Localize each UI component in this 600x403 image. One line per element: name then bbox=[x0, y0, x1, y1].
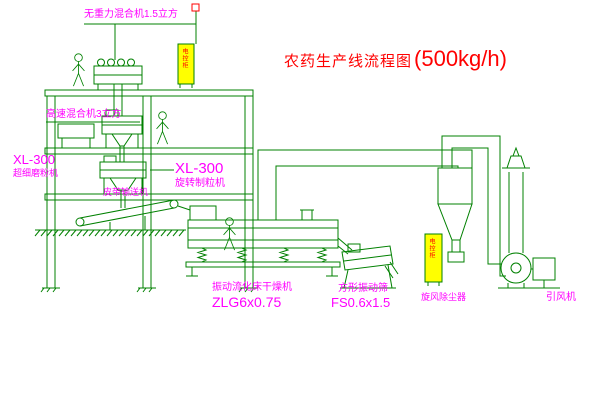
label-mill-model: XL-300 bbox=[13, 152, 55, 167]
control-cabinet-2 bbox=[424, 233, 443, 286]
duct-cyclone-to-fan bbox=[441, 135, 506, 277]
person-figure bbox=[72, 53, 85, 87]
building-structure bbox=[34, 89, 258, 293]
label-cyclone-name: 旋风除尘器 bbox=[421, 292, 467, 302]
label-granulator-name: 旋转制粒机 bbox=[175, 178, 225, 189]
gravity-mixer-machine bbox=[93, 58, 143, 116]
person-figure bbox=[156, 111, 169, 145]
label-dryer-model: ZLG6x0.75 bbox=[212, 294, 282, 310]
person-figure bbox=[223, 217, 236, 251]
page-title-row: 农药生产线流程图 (500kg/h) bbox=[284, 46, 507, 72]
title-capacity: (500kg/h) bbox=[414, 46, 507, 71]
belt-conveyor-machine bbox=[75, 199, 191, 230]
label-cabinet-2: 电控柜 bbox=[428, 238, 434, 259]
cyclone-separator-machine bbox=[437, 167, 473, 263]
label-mill-name: 超细磨粉机 bbox=[13, 168, 59, 178]
gravity-mixer-leader bbox=[84, 11, 197, 60]
granulator-machine bbox=[99, 155, 147, 208]
induced-draft-fan-machine bbox=[498, 252, 560, 289]
page-title: 农药生产线流程图 bbox=[284, 53, 413, 70]
label-granulator-model: XL-300 bbox=[175, 160, 224, 177]
label-fan-name: 引风机 bbox=[546, 292, 576, 303]
label-gravity-mixer: 无重力混合机1.5立方 bbox=[84, 9, 178, 20]
label-cabinet-1: 电控柜 bbox=[181, 48, 187, 69]
label-high-speed-mixer: 高速混合机3立方 bbox=[46, 109, 122, 120]
fluid-bed-dryer-machine bbox=[185, 205, 353, 277]
duct-dryer-to-cyclone bbox=[257, 149, 473, 220]
exhaust-stack bbox=[502, 146, 530, 253]
label-screen-model: FS0.6x1.5 bbox=[331, 295, 391, 310]
vibrating-screen-machine bbox=[340, 243, 399, 289]
high-speed-mixer-machine bbox=[57, 109, 143, 162]
label-screen-name: 方形振动筛 bbox=[338, 283, 388, 294]
red-marker bbox=[191, 3, 200, 12]
label-dryer-name: 振动流化床干燥机 bbox=[212, 282, 292, 293]
label-belt-conveyor: 皮带输送机 bbox=[103, 187, 149, 197]
control-cabinet-1 bbox=[177, 43, 195, 88]
